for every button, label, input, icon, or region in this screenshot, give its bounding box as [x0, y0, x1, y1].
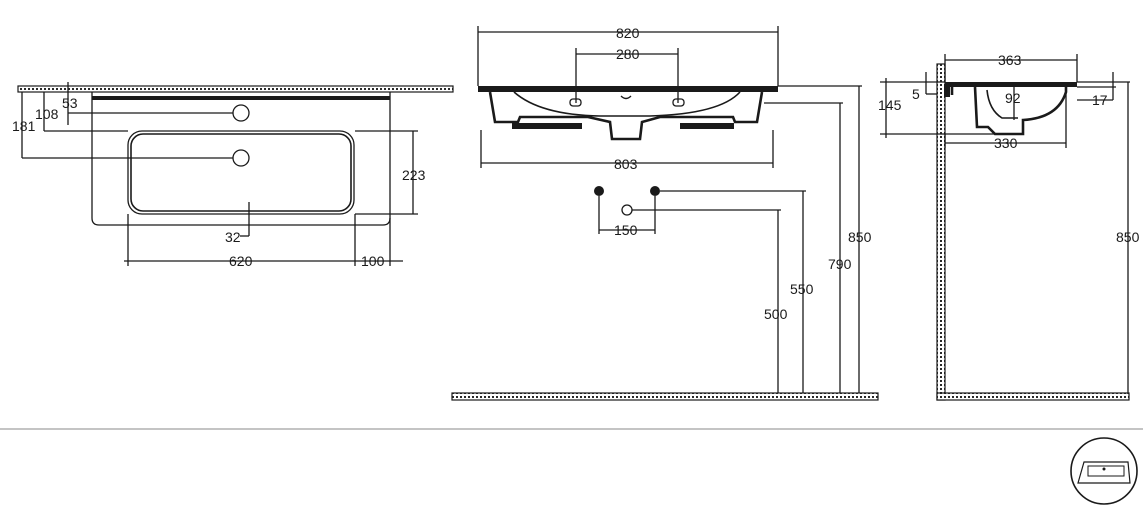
dim-280: 280 [616, 46, 640, 62]
top-view-wall [17, 85, 454, 93]
front-view-top-slab [478, 86, 778, 92]
dim-850-side: 850 [1116, 229, 1140, 245]
dim-32: 32 [225, 229, 241, 245]
dim-5: 5 [912, 86, 920, 102]
drain-hole [232, 149, 250, 167]
top-view-bowl-inner [130, 133, 352, 212]
dim-790: 790 [828, 256, 852, 272]
dim-803: 803 [614, 156, 638, 172]
dim-100: 100 [361, 253, 385, 269]
washbasin-thumbnail-icon [1070, 437, 1138, 505]
dim-92: 92 [1005, 90, 1021, 106]
top-view-bowl [127, 130, 355, 215]
dim-620: 620 [229, 253, 253, 269]
dim-223: 223 [402, 167, 426, 183]
side-view: 363 145 5 92 17 330 850 [878, 52, 1140, 401]
front-view-bowl [488, 91, 764, 141]
dim-181: 181 [12, 118, 36, 134]
dim-108: 108 [35, 106, 59, 122]
top-view-back-edge [92, 96, 390, 100]
front-view-floor [451, 392, 879, 401]
side-view-basin [950, 86, 1068, 136]
tap-hole [232, 104, 250, 122]
top-view: 53 108 181 223 32 620 100 [12, 82, 454, 269]
dim-17: 17 [1092, 92, 1108, 108]
dim-53: 53 [62, 95, 78, 111]
dim-145: 145 [878, 97, 902, 113]
dim-500: 500 [764, 306, 788, 322]
side-view-floor [936, 392, 1130, 401]
side-view-wall [936, 63, 946, 401]
front-view: 820 280 803 150 [451, 25, 879, 401]
dim-850: 850 [848, 229, 872, 245]
dim-820: 820 [616, 25, 640, 41]
dim-550: 550 [790, 281, 814, 297]
hot-water-valve [650, 186, 660, 196]
cold-water-valve [594, 186, 604, 196]
dim-363: 363 [998, 52, 1022, 68]
dim-330: 330 [994, 135, 1018, 151]
waste-outlet [621, 204, 633, 216]
dim-150: 150 [614, 222, 638, 238]
